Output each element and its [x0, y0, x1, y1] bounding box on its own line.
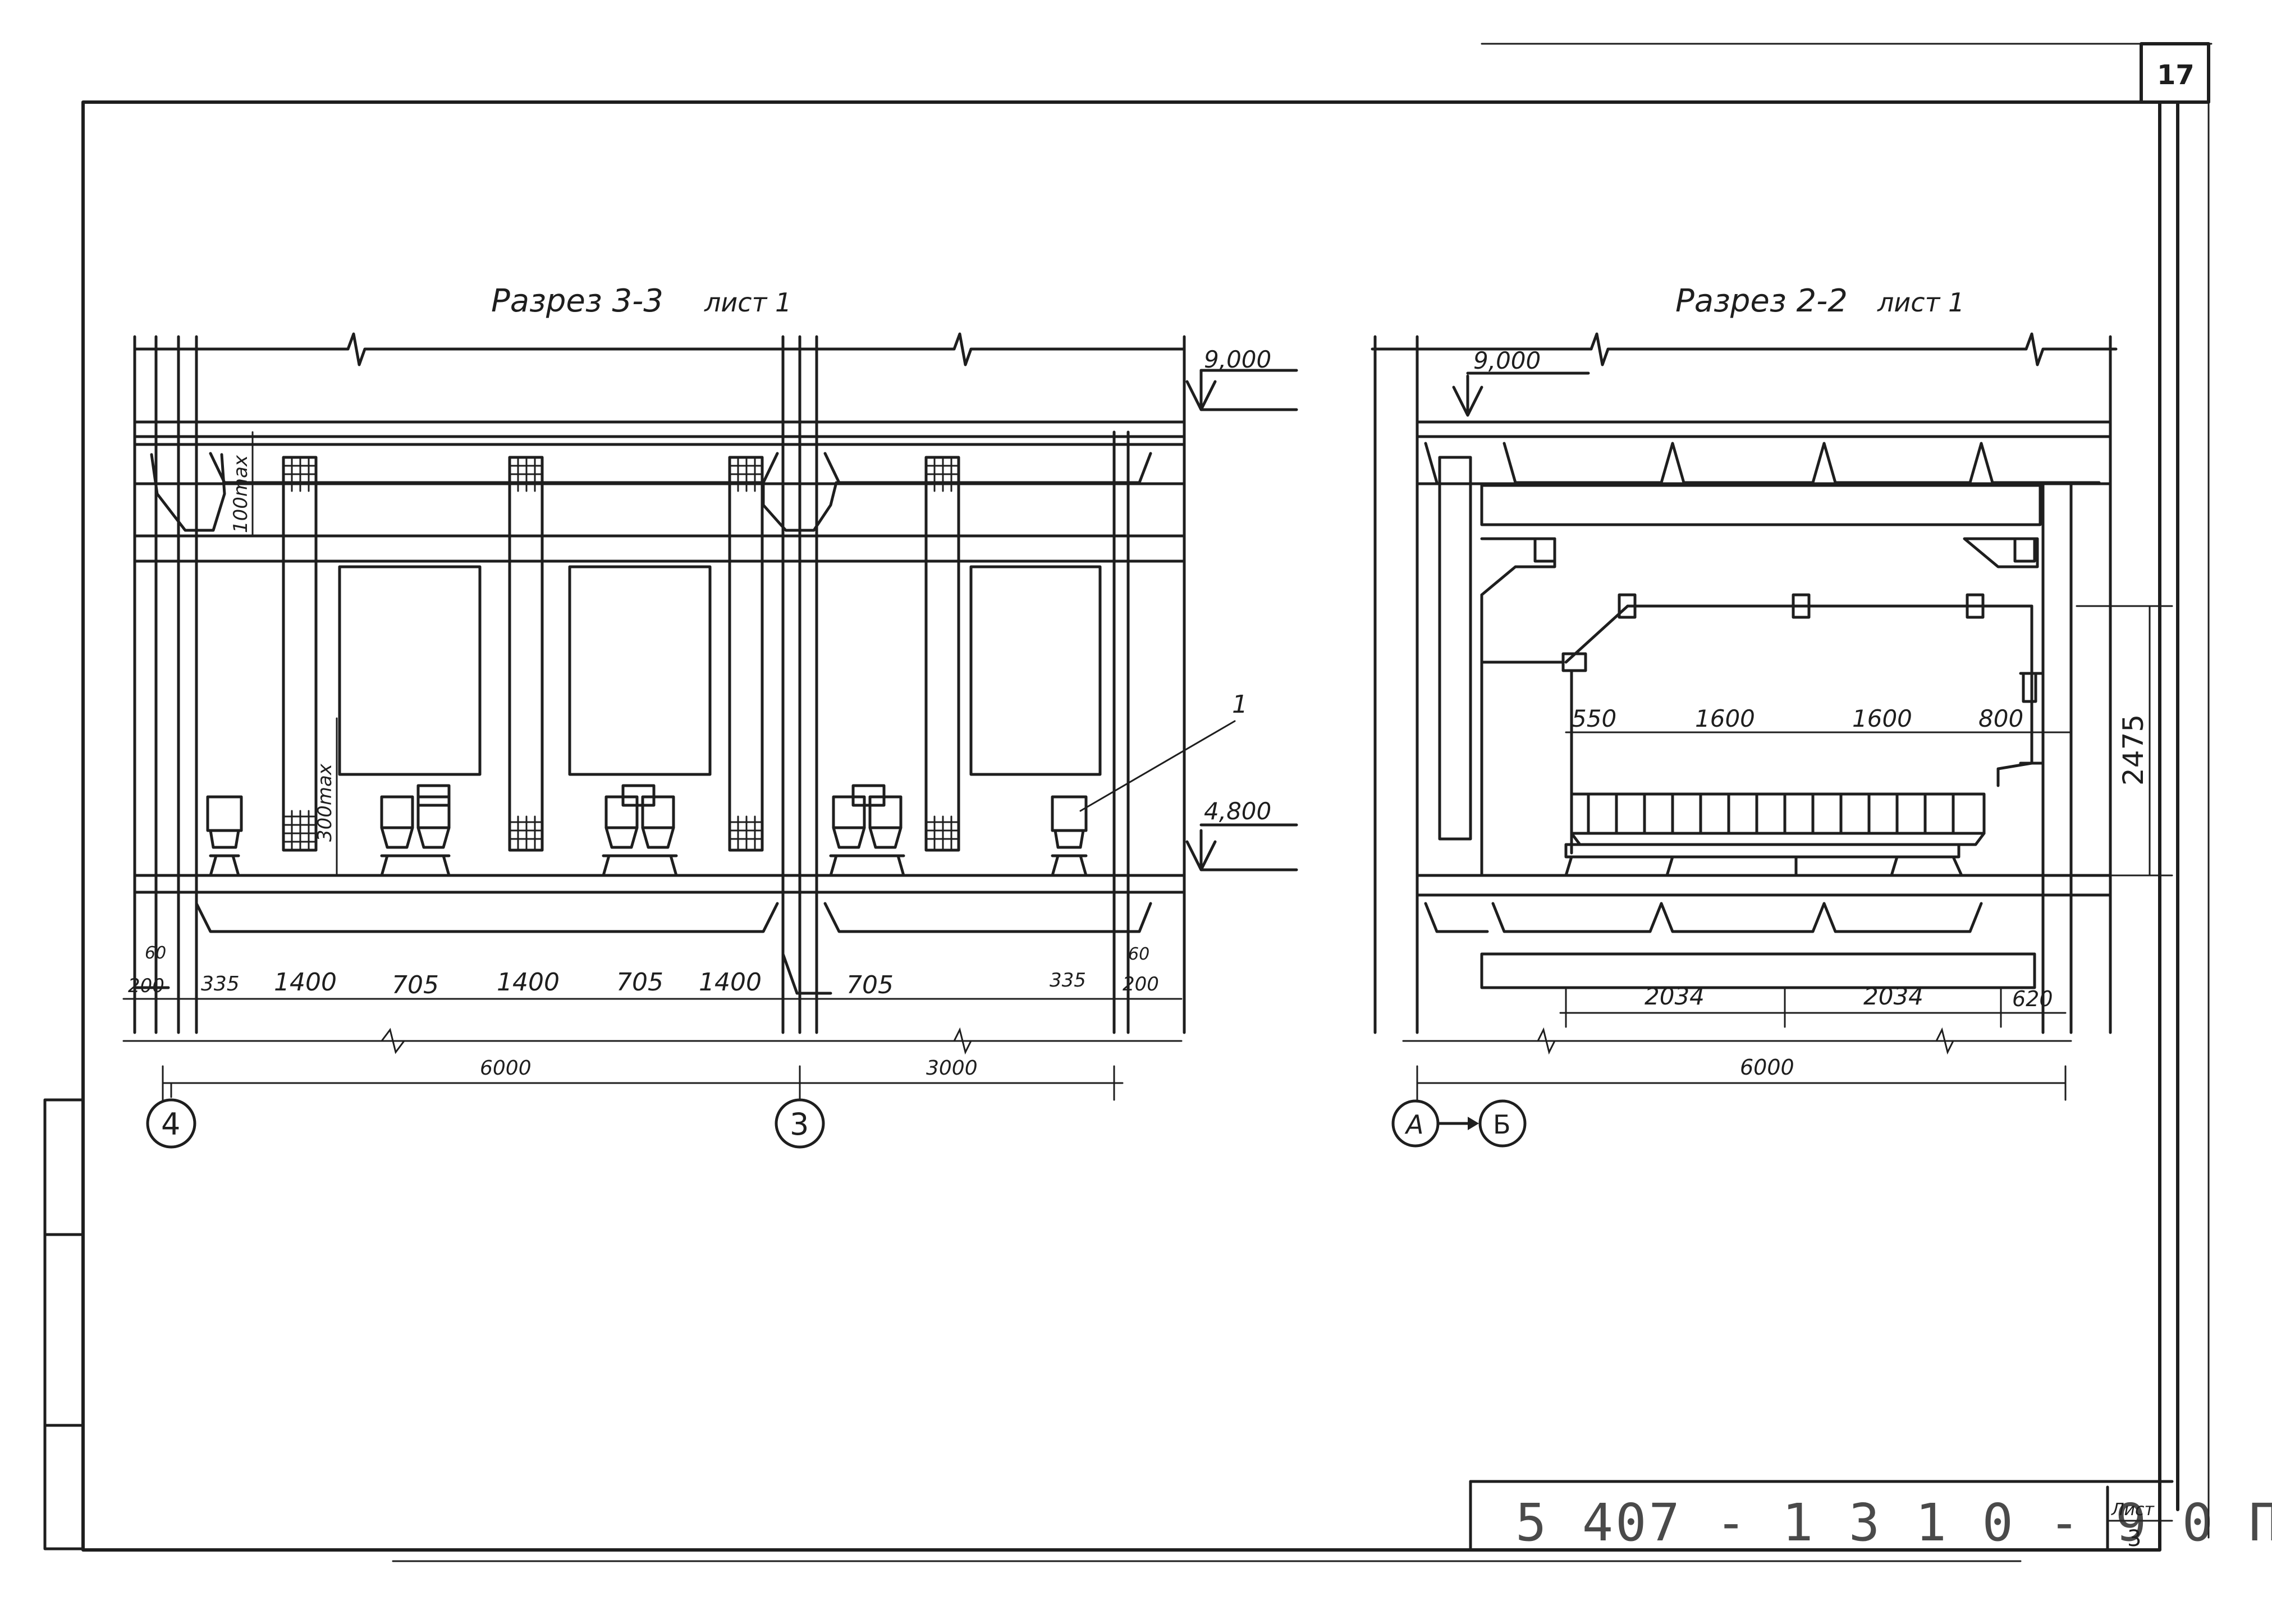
- sheet-list-label: Лист: [2111, 1500, 2155, 1520]
- equipment-units-3-3: [206, 784, 1088, 877]
- callout-1: 1: [1232, 690, 1248, 719]
- dim-60-left: 60: [145, 943, 166, 963]
- dim-800: 800: [1978, 705, 2023, 732]
- sheet-list-number: 3: [2127, 1526, 2141, 1552]
- page-number: 17: [2157, 59, 2195, 91]
- dim-200-right: 200: [1123, 973, 1159, 995]
- dim-1400-a: 1400: [274, 968, 337, 997]
- axis-4-marker: 4: [146, 1082, 196, 1149]
- svg-text:3: 3: [790, 1107, 809, 1142]
- dim-550: 550: [1572, 705, 1616, 732]
- span-6000-right: 6000: [1740, 1055, 1794, 1080]
- dim-2475: 2475: [2117, 714, 2150, 786]
- dim-335-right: 335: [1050, 969, 1086, 992]
- section-2-2-ref: лист 1: [1877, 287, 1964, 318]
- dim-100max: 100max: [230, 455, 252, 533]
- dim-335-left: 335: [201, 972, 240, 995]
- dims-2-2: 550 1600 1600 800 2475 2034 2034 620 600…: [1572, 705, 2150, 1080]
- equipment-row-2-2: [1564, 792, 1986, 877]
- svg-text:А: А: [1404, 1109, 1423, 1140]
- dim-705-a: 705: [392, 971, 439, 999]
- span-6000-left: 6000: [480, 1057, 532, 1080]
- section-3-3-ref: лист 1: [704, 287, 791, 318]
- title-block: [1469, 1480, 2174, 1552]
- dim-2034-b: 2034: [1863, 983, 1923, 1010]
- section-3-3-title: Разрез 3-3: [491, 283, 663, 319]
- axis-3-marker: 3: [775, 1082, 825, 1149]
- dim-1400-c: 1400: [699, 968, 762, 997]
- dim-620: 620: [2012, 987, 2053, 1011]
- sheet-code: 5 407 - 1 3 1 0 - 9 0 П Р: [1515, 1493, 2272, 1553]
- axis-arrow: [1436, 1117, 1479, 1130]
- dim-2034-a: 2034: [1645, 983, 1705, 1010]
- svg-text:4: 4: [161, 1107, 180, 1142]
- span-3000: 3000: [926, 1057, 978, 1080]
- dim-300max: 300max: [314, 763, 336, 842]
- svg-text:Б: Б: [1493, 1109, 1511, 1140]
- axis-b-marker: Б: [1478, 1099, 1527, 1148]
- elev-9000-left: 9,000: [1204, 346, 1271, 373]
- dim-705-c: 705: [846, 971, 894, 999]
- axis-a-marker: А: [1391, 1082, 1440, 1148]
- section-2-2-title: Разрез 2-2: [1675, 283, 1848, 319]
- dim-60-right: 60: [1128, 944, 1149, 964]
- dim-200-left: 200: [128, 975, 164, 997]
- dim-1600-b: 1600: [1852, 705, 1912, 732]
- section-2-2: Разрез 2-2 лист 1: [1371, 283, 2173, 1101]
- elev-9000-right: 9,000: [1473, 347, 1541, 374]
- dims-row-3-3: 200 60 335 1400 705 1400 705 1400 705 33…: [128, 943, 1159, 1080]
- dim-1600-a: 1600: [1695, 705, 1755, 732]
- elev-4800: 4,800: [1204, 797, 1271, 825]
- dim-705-b: 705: [616, 968, 663, 997]
- dim-1400-b: 1400: [497, 968, 560, 997]
- sheet-frame: [43, 42, 2213, 1562]
- section-3-3: Разрез 3-3 лист 1: [122, 283, 1298, 1101]
